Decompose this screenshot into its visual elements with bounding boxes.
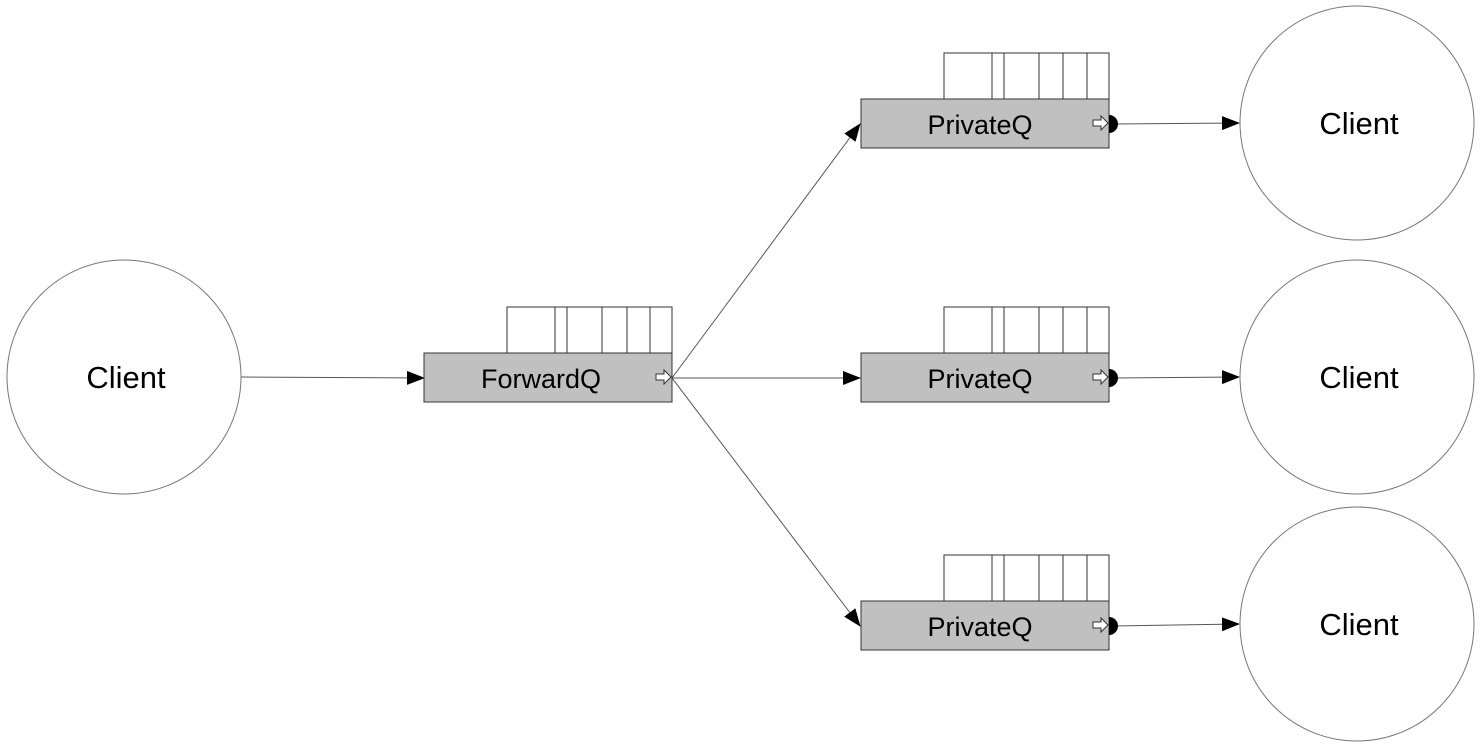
private-queue-node-1: PrivateQ [860, 52, 1118, 149]
queue-box [860, 98, 1110, 149]
target-client-node-2: Client [1239, 259, 1475, 495]
forward-queue-node: ForwardQ [423, 306, 673, 403]
output-arrow-icon [655, 368, 672, 386]
target-client-node-1: Client [1239, 5, 1475, 241]
edge-privateq-1-to-client [1113, 116, 1240, 131]
forwardq-label: ForwardQ [481, 364, 601, 394]
edge-forwardq-to-privateq-3 [671, 377, 861, 627]
privateq-label: PrivateQ [927, 364, 1032, 394]
queue-box [860, 352, 1110, 403]
private-queue-node-2: PrivateQ [860, 306, 1118, 403]
client-label: Client [1319, 607, 1399, 642]
consumer-port-icon [1109, 115, 1118, 133]
edge-client-to-forwardq [240, 370, 425, 385]
client-circle [1239, 506, 1475, 742]
client-label: Client [86, 360, 166, 395]
target-client-node-3: Client [1239, 506, 1475, 742]
queue-slots [506, 306, 673, 354]
privateq-label: PrivateQ [927, 110, 1032, 140]
output-arrow-icon [1092, 616, 1109, 634]
output-arrow-icon [1092, 114, 1109, 132]
queue-box [423, 352, 673, 403]
consumer-port-icon [1109, 617, 1118, 635]
edge-privateq-3-to-client [1113, 617, 1240, 632]
queue-slots [943, 52, 1110, 100]
client-label: Client [1319, 360, 1399, 395]
privateq-label: PrivateQ [927, 612, 1032, 642]
queue-slots [943, 306, 1110, 354]
private-queue-node-3: PrivateQ [860, 554, 1118, 651]
edges [240, 116, 1240, 632]
client-circle [1239, 5, 1475, 241]
output-arrow-icon [1092, 368, 1109, 386]
client-circle [1239, 259, 1475, 495]
client-circle [6, 259, 242, 495]
consumer-port-icon [1109, 369, 1118, 387]
edge-privateq-2-to-client [1113, 370, 1240, 385]
queue-box [860, 600, 1110, 651]
edge-forwardq-to-privateq-1 [671, 123, 861, 379]
queue-slots [943, 554, 1110, 602]
client-label: Client [1319, 106, 1399, 141]
source-client-node: Client [6, 259, 242, 495]
